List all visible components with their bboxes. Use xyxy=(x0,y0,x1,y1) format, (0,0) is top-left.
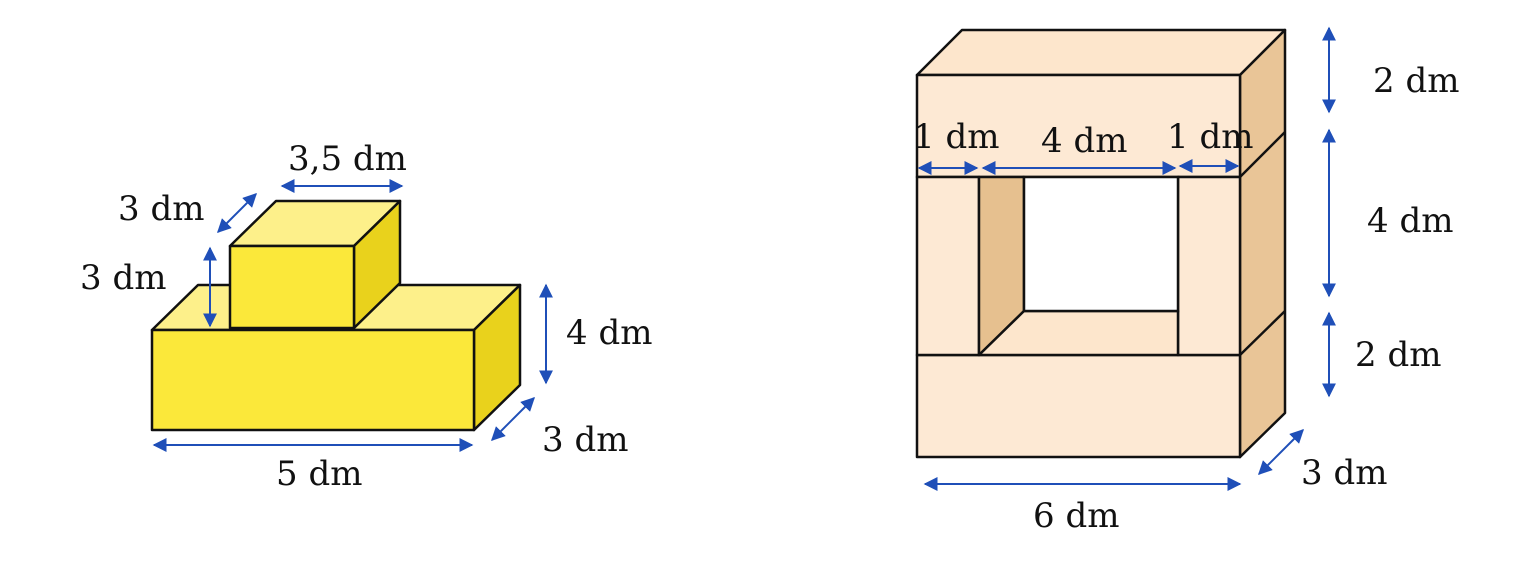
arrow-depth xyxy=(1258,429,1304,475)
arrow-base-depth xyxy=(491,397,535,441)
label-bottom-height: 2 dm xyxy=(1355,335,1441,375)
right-figure: 1 dm 4 dm 1 dm 2 dm 4 dm 2 dm 3 dm 6 dm xyxy=(913,26,1459,536)
left-figure: 3,5 dm 3 dm 3 dm 4 dm 3 dm 5 dm xyxy=(80,139,652,494)
side-segment-line-upper xyxy=(1239,131,1286,178)
label-hole-width: 4 dm xyxy=(1041,121,1127,161)
frame-side-face xyxy=(1238,28,1287,459)
label-top-width: 3,5 dm xyxy=(288,139,407,179)
side-segment-line-lower xyxy=(1239,310,1286,356)
arrow-top-depth xyxy=(217,193,257,233)
label-post-right: 1 dm xyxy=(1167,117,1253,157)
top-block xyxy=(228,199,402,330)
frame-right-post xyxy=(1176,175,1242,357)
base-block-front-face xyxy=(150,328,476,432)
label-depth: 3 dm xyxy=(1301,453,1387,493)
label-post-left: 1 dm xyxy=(913,117,999,157)
hole-opening xyxy=(1022,175,1180,313)
label-base-depth: 3 dm xyxy=(542,420,628,460)
label-top-height: 3 dm xyxy=(80,258,166,298)
frame-left-post xyxy=(915,175,981,357)
top-block-front-face xyxy=(228,244,356,330)
label-base-height: 4 dm xyxy=(566,313,652,353)
label-base-width: 5 dm xyxy=(276,454,362,494)
frame-bottom-beam xyxy=(915,353,1242,459)
frame-top-face xyxy=(915,28,1287,77)
label-top-height: 2 dm xyxy=(1373,61,1459,101)
label-width: 6 dm xyxy=(1033,496,1119,536)
label-middle-height: 4 dm xyxy=(1367,201,1453,241)
label-top-depth: 3 dm xyxy=(118,189,204,229)
